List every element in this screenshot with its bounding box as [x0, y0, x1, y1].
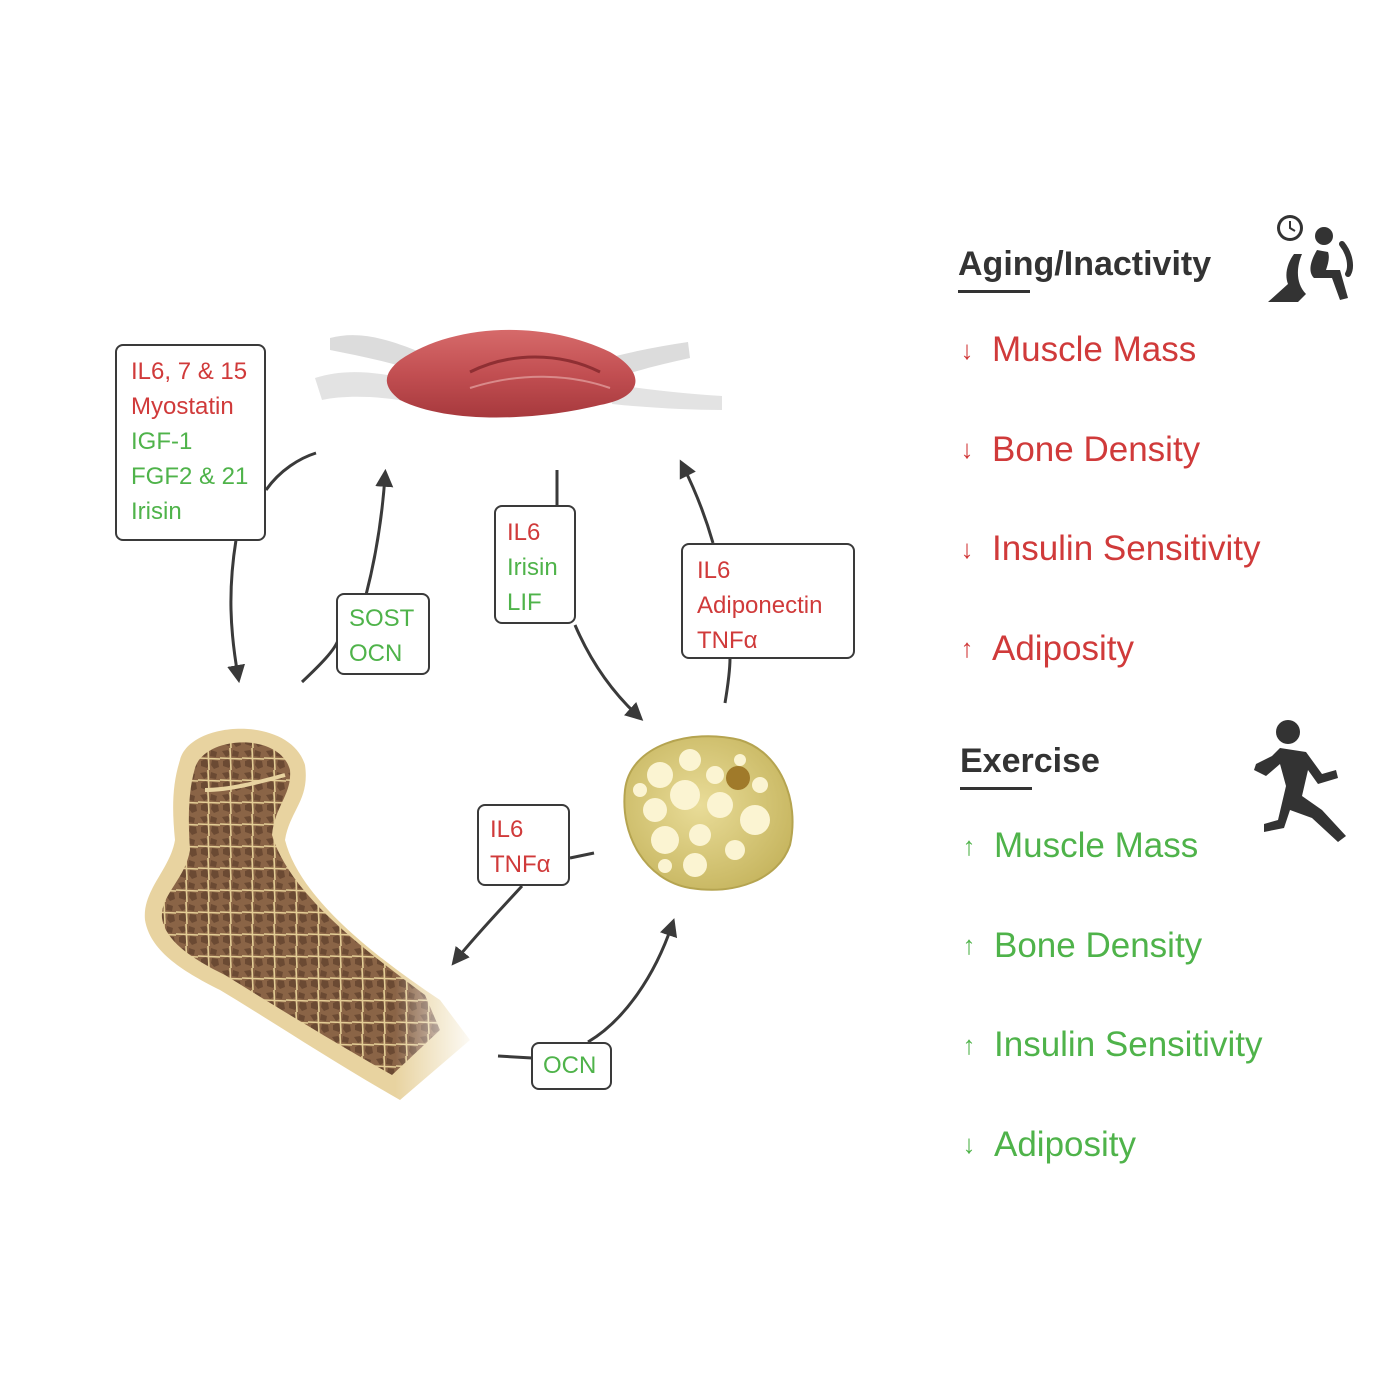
osteokine-box-bone-to-fat: OCN: [531, 1042, 612, 1090]
person-sitting-clock-icon: [1268, 215, 1353, 302]
exercise-heading-underline: [960, 787, 1032, 790]
effect-row: ↓ Muscle Mass: [954, 330, 1197, 370]
effect-label: Adiposity: [994, 1124, 1137, 1164]
fat-cell-illustration: [623, 735, 794, 891]
signal-molecule-label: OCN: [543, 1052, 597, 1079]
effect-row: ↓ Insulin Sensitivity: [954, 529, 1261, 569]
effect-row: ↑ Muscle Mass: [956, 826, 1199, 866]
effect-row: ↓ Adiposity: [956, 1124, 1137, 1165]
signal-molecule-label: FGF2 & 21: [131, 463, 249, 490]
connector-bone-fat-box: [497, 1054, 533, 1060]
signal-molecule-label: Myostatin: [131, 393, 234, 420]
effect-label: Adiposity: [992, 628, 1135, 668]
arrow-bone-to-fat: [587, 918, 678, 1044]
signal-molecule-label: LIF: [507, 589, 542, 616]
signal-molecule-label: OCN: [349, 640, 403, 667]
signal-molecule-label: SOST: [349, 605, 415, 632]
effect-row: ↑ Bone Density: [956, 925, 1203, 966]
arrow-up-icon: ↑: [962, 930, 976, 960]
arrow-down-icon: ↓: [962, 1129, 976, 1159]
arrow-muscle-to-bone: [227, 539, 246, 684]
signal-molecule-label: TNFα: [697, 627, 758, 654]
effect-label: Insulin Sensitivity: [994, 1025, 1263, 1064]
effect-label: Muscle Mass: [994, 826, 1199, 865]
arrow-down-icon: ↓: [960, 434, 974, 464]
arrow-up-icon: ↑: [962, 830, 976, 861]
signal-molecule-label: IL6: [697, 557, 731, 584]
signal-molecule-label: Irisin: [507, 554, 558, 581]
effect-row: ↑ Insulin Sensitivity: [956, 1025, 1263, 1065]
exercise-heading: Exercise: [960, 742, 1100, 780]
muscle-illustration: [315, 329, 722, 418]
arrow-fat-to-muscle: [679, 459, 715, 544]
signal-molecule-label: IL6, 7 & 15: [131, 358, 248, 385]
signal-molecule-label: Adiponectin: [697, 592, 823, 619]
effect-label: Insulin Sensitivity: [992, 529, 1261, 568]
arrow-muscle-to-fat: [573, 624, 644, 721]
effect-label: Bone Density: [992, 429, 1201, 469]
connector-fat-muscle-box: [723, 657, 732, 704]
effect-row: ↑ Adiposity: [954, 628, 1135, 669]
crosstalk-arrows: [227, 451, 732, 1060]
bone-illustration: [140, 700, 480, 1120]
signal-molecule-label: IGF-1: [131, 428, 193, 455]
signal-molecule-label: TNFα: [490, 851, 551, 878]
running-person-icon: [1254, 720, 1346, 842]
arrow-down-icon: ↓: [960, 533, 974, 564]
effect-label: Muscle Mass: [992, 330, 1197, 369]
arrow-bone-to-muscle: [364, 468, 394, 596]
effect-label: Bone Density: [994, 925, 1203, 965]
connector-bone-box: [300, 639, 340, 684]
connector-muscle-box: [264, 451, 317, 491]
signal-molecule-label: IL6: [490, 816, 524, 843]
connector-fat-bone-box: [569, 851, 595, 860]
aging-heading: Aging/Inactivity: [958, 245, 1212, 283]
aging-heading-underline: [958, 290, 1030, 293]
signal-molecule-label: IL6: [507, 519, 541, 546]
arrow-down-icon: ↓: [960, 334, 974, 365]
osteokine-box-bone-to-muscle: SOST OCN: [336, 593, 430, 675]
effect-row: ↓ Bone Density: [954, 429, 1201, 470]
arrow-up-icon: ↑: [962, 1029, 976, 1060]
arrow-up-icon: ↑: [960, 633, 974, 663]
arrow-fat-to-bone: [451, 884, 524, 966]
signal-molecule-label: Irisin: [131, 498, 182, 525]
